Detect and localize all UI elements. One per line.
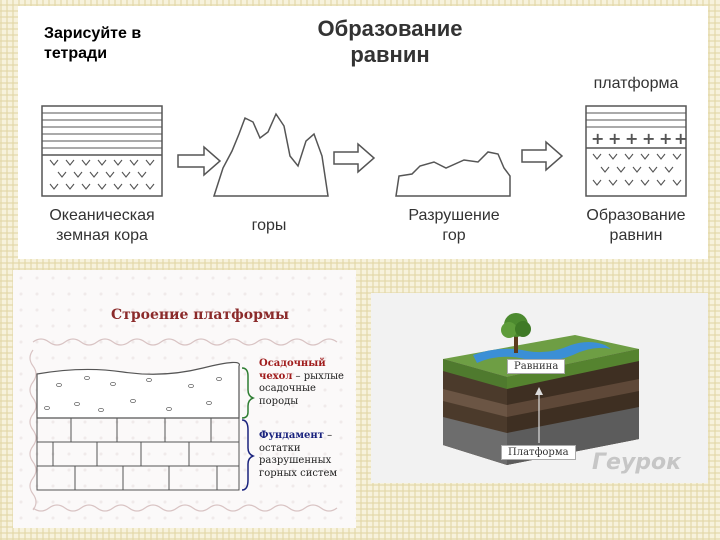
title-line: Образование (317, 16, 463, 41)
caption-mountains: горы (251, 217, 287, 234)
tree-icon (501, 313, 531, 353)
svg-text:+: + (591, 129, 604, 148)
cover-brace (241, 367, 256, 419)
title-line: равнин (350, 42, 430, 67)
cover-description: Осадочный чехол – рыхлые осадочные пород… (259, 358, 344, 407)
arrow-right-icon (521, 140, 564, 172)
sediment-pebbles (44, 376, 222, 412)
platform-label-box: Платформа (501, 445, 576, 460)
top-panel: ++++++ Образование равнин платформа Океа… (18, 6, 708, 259)
up-arrow-icon (535, 387, 543, 443)
plain-label: Равнина (507, 359, 566, 374)
svg-text:+: + (642, 129, 655, 148)
mountains-outline (212, 112, 329, 197)
caption-plain-formation: Образование равнин (586, 207, 686, 244)
watermark: Геурок (592, 450, 682, 475)
instruction-note: Зарисуйте в тетради (44, 25, 142, 62)
oceanic-crust-block (41, 105, 163, 197)
platform-structure-panel: Строение платформы Осадочный чехол – рых… (13, 270, 356, 528)
svg-text:+: + (674, 129, 687, 148)
platform-structure-diagram (29, 338, 338, 512)
svg-text:+: + (608, 129, 621, 148)
caption-erosion: Разрушение гор (408, 207, 500, 244)
foundation-brace (241, 419, 256, 491)
arrow-right-icon (177, 145, 222, 177)
terrain-block-diagram (443, 313, 639, 465)
platform-block: ++++++ (585, 105, 687, 197)
platform-label: платформа (593, 75, 679, 92)
sedimentary-cover (36, 361, 240, 419)
plain-formation-diagram: ++++++ (41, 105, 687, 197)
diagram-title: Образование равнин (290, 16, 490, 68)
river (473, 342, 611, 363)
arrow-right-icon (333, 142, 376, 174)
svg-text:+: + (659, 129, 672, 148)
plain-platform-panel: Равнина Платформа (371, 293, 708, 483)
foundation-blocks (36, 417, 240, 491)
caption-oceanic-crust: Океаническая земная кора (49, 207, 155, 244)
structure-title: Строение платформы (111, 307, 290, 323)
svg-text:+: + (625, 129, 638, 148)
foundation-description: Фундамент – остатки разрушенных горных с… (259, 430, 338, 479)
eroded-mountains-outline (395, 151, 511, 197)
